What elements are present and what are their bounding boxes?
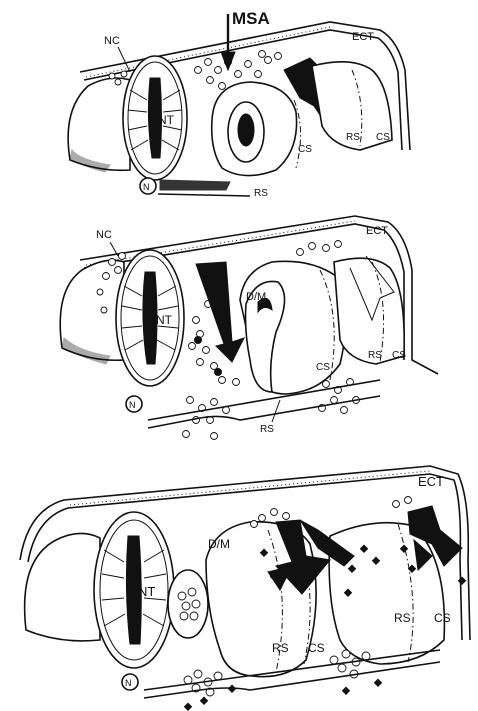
label-ect: ECT [366,225,388,237]
label-ect: ECT [352,31,374,43]
label-cs-right: CS [392,350,406,361]
label-n: N [143,182,150,192]
label-rs-right: RS [368,350,382,361]
label-rs-bottom: RS [260,424,274,435]
label-cs-mid: CS [316,362,330,373]
label-n: N [129,400,136,410]
label-n: N [125,678,132,688]
label-msa: MSA [232,9,270,28]
panel-top: NC MSA ECT NT CS RS RS CS N [68,9,410,199]
label-nc: NC [104,35,120,47]
label-rs-right: RS [394,611,411,625]
label-nt: NT [138,584,155,599]
label-dm: D/M [208,537,230,551]
label-rs-right: RS [346,132,360,143]
label-cs-mid: CS [308,641,325,655]
label-nt: NT [158,113,175,127]
label-rs-mid: RS [272,641,289,655]
panel-bottom: ECT NT D/M RS CS RS CS N [20,466,470,710]
label-cs-right: CS [376,132,390,143]
label-rs-mid: RS [254,188,268,199]
label-cs-mid: CS [298,144,312,155]
label-dm: D/M [246,291,266,303]
label-nt: NT [156,313,173,327]
label-cs-right: CS [434,611,451,625]
label-ect: ECT [418,474,444,489]
panel-middle: NC ECT D/M NT CS RS CS RS N [60,216,438,440]
label-nc: NC [96,229,112,241]
